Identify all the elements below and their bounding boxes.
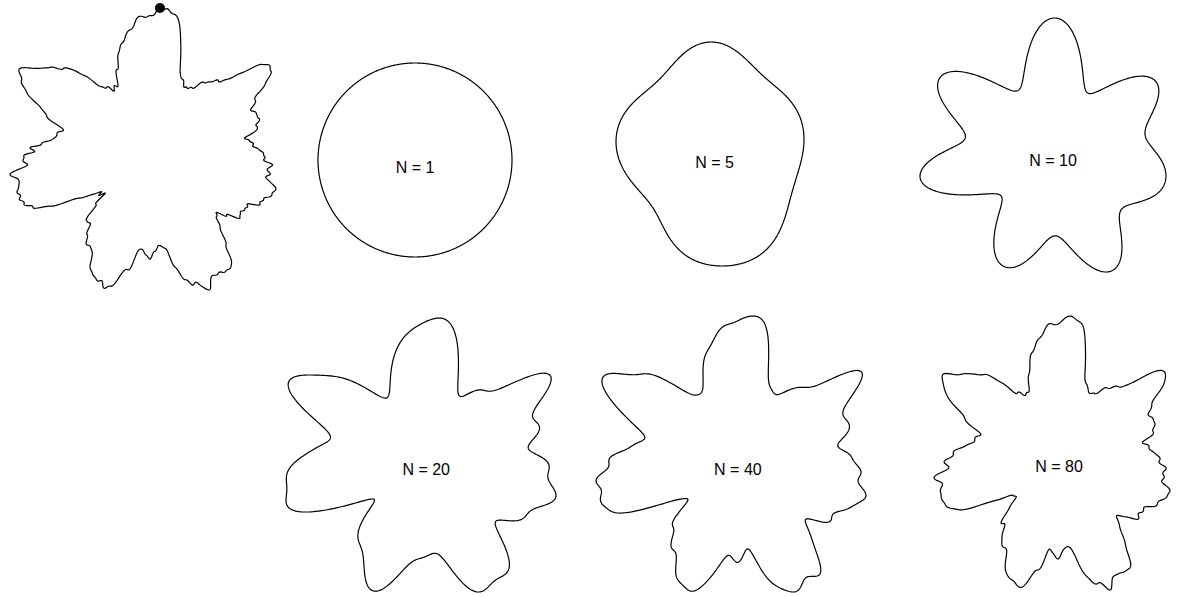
start-point — [155, 3, 165, 13]
approximation-outline: N = 10 — [920, 18, 1166, 272]
fourier-outline — [286, 318, 556, 592]
harmonic-count-label: N = 10 — [1029, 152, 1077, 170]
outline-svg — [934, 316, 1170, 590]
outline-svg — [920, 18, 1166, 272]
approximation-outline: N = 80 — [934, 316, 1170, 590]
harmonic-count-label: N = 20 — [402, 461, 450, 479]
approximation-outline: N = 1 — [318, 63, 512, 257]
approximation-outline: N = 20 — [286, 318, 556, 592]
approximation-outline: N = 40 — [596, 316, 866, 592]
outline-svg — [286, 318, 556, 592]
fourier-outline — [596, 316, 866, 592]
fourier-outline — [318, 63, 512, 257]
approximation-outline: N = 5 — [616, 42, 804, 266]
harmonic-count-label: N = 40 — [714, 461, 762, 479]
outline-svg — [596, 316, 866, 592]
fourier-outline — [934, 316, 1170, 590]
harmonic-count-label: N = 5 — [695, 154, 734, 172]
harmonic-count-label: N = 80 — [1035, 458, 1083, 476]
leaf-outline — [10, 8, 276, 290]
harmonic-count-label: N = 1 — [396, 159, 435, 177]
fourier-outline — [920, 18, 1166, 272]
fourier-outline — [616, 42, 804, 266]
